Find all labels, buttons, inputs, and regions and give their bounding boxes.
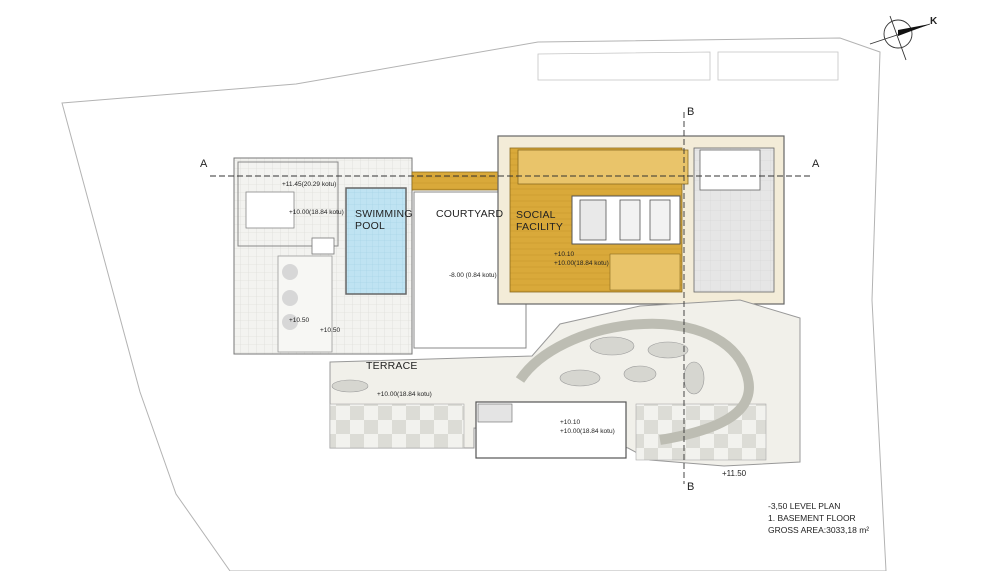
stepping-pad	[331, 379, 369, 393]
lounge-area	[609, 253, 681, 291]
site-edge-inner	[537, 51, 711, 81]
stepping-pad	[559, 369, 601, 387]
stepping-pad	[589, 336, 635, 356]
level-marker: +11.45(20.29 kotu)	[282, 181, 337, 188]
north-arrow-icon	[898, 24, 930, 36]
room-label-facility: FACILITY	[516, 221, 564, 233]
level-marker: +10.10	[554, 251, 575, 258]
stepping-pad	[683, 361, 705, 395]
north-arrow-cross	[889, 15, 907, 61]
planter	[282, 264, 298, 280]
north-arrow-circle	[883, 19, 913, 49]
link-corridor	[411, 171, 513, 191]
core-lift-2	[649, 199, 671, 241]
north-arrow-letter: K	[930, 16, 938, 27]
level-marker: +10.00(18.84 kotu)	[289, 209, 344, 216]
gross-area: GROSS AREA:3033,18 m²	[768, 525, 870, 535]
core-lift	[619, 199, 641, 241]
title-block: -3,50 LEVEL PLAN 1. BASEMENT FLOOR GROSS…	[768, 500, 869, 536]
level-marker: +10.50	[320, 327, 341, 334]
level-marker: +10.00(18.84 kotu)	[377, 391, 432, 398]
room-label-pool: POOL	[355, 220, 385, 232]
stepping-pad	[647, 341, 689, 359]
level-marker: -8.00 (0.84 kotu)	[449, 272, 497, 279]
planter	[282, 290, 298, 306]
plan-level-title: -3,50 LEVEL PLAN	[768, 501, 841, 511]
stair-pool	[311, 237, 335, 255]
room-label-swimming: SWIMMING	[355, 208, 413, 220]
section-marker-b-top: B	[687, 106, 695, 118]
room-label-social: SOCIAL	[516, 209, 556, 221]
swimming-pool	[345, 187, 407, 295]
core-stair	[579, 199, 607, 241]
service-rooms	[699, 149, 761, 191]
level-marker: +10.50	[289, 317, 310, 324]
level-marker: +10.00(18.84 kotu)	[560, 428, 615, 435]
terrace-checkered	[329, 403, 465, 449]
level-marker: +11.50	[722, 469, 747, 478]
site-edge-inner-2	[717, 51, 839, 81]
facility-upper-rooms	[517, 149, 689, 185]
section-marker-a-left: A	[200, 158, 208, 170]
lounge-box	[245, 191, 295, 229]
level-marker: +10.10	[560, 419, 581, 426]
section-marker-a-right: A	[812, 158, 820, 170]
room-label-terrace: TERRACE	[366, 360, 418, 372]
level-marker: +10.00(18.84 kotu)	[554, 260, 609, 267]
stepping-pad	[623, 365, 657, 383]
curved-path	[515, 318, 754, 445]
planter	[282, 314, 298, 330]
room-label-courtyard: COURTYARD	[436, 208, 504, 220]
section-marker-b-bottom: B	[687, 481, 695, 493]
pavilion-stair	[477, 403, 513, 423]
site-boundary	[61, 37, 887, 572]
floor-name: 1. BASEMENT FLOOR	[768, 513, 856, 523]
